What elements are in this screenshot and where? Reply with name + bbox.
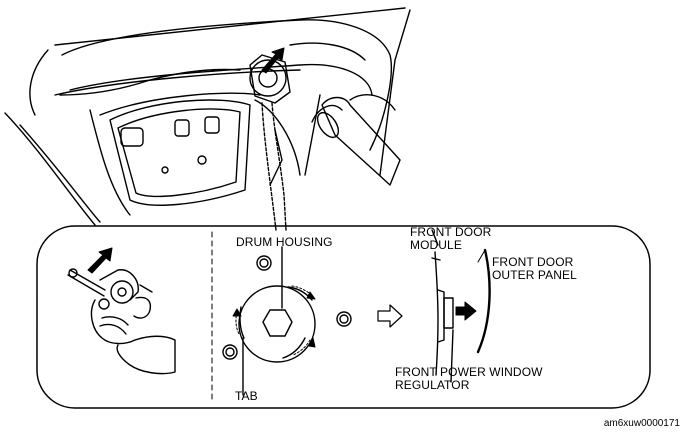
regulator-label-line1: FRONT POWER WINDOW: [395, 365, 543, 379]
drum-housing: [222, 246, 352, 396]
tab-label: TAB: [235, 389, 258, 403]
front-door-module-section: [431, 229, 454, 383]
direction-arrow-icon: [87, 247, 113, 274]
front-door-outer-panel-label: FRONT DOOR OUTER PANEL: [492, 256, 577, 282]
front-door-outer-panel-label-line1: FRONT DOOR: [492, 255, 574, 269]
front-door-module-label-line1: FRONT DOOR: [410, 225, 492, 239]
direction-arrow-icon: [455, 301, 477, 321]
regulator-label-line2: REGULATOR: [395, 378, 470, 392]
hand-with-tool-illustration: [67, 268, 176, 375]
front-door-module-label: FRONT DOOR MODULE: [410, 226, 491, 252]
rotation-arrow-icon: [232, 285, 316, 356]
front-door-outer-panel-label-line2: OUTER PANEL: [492, 268, 577, 282]
door-panel-illustration: [4, 7, 411, 231]
detail-frame: [36, 225, 651, 409]
direction-arrow-icon: [261, 47, 285, 74]
front-power-window-regulator-label: FRONT POWER WINDOW REGULATOR: [395, 366, 543, 392]
front-door-module-label-line2: MODULE: [410, 238, 462, 252]
front-door-outer-panel: [476, 248, 491, 354]
figure-code: am6xuw0000171: [603, 418, 680, 429]
hollow-arrow-icon: [377, 304, 403, 328]
drum-housing-label: DRUM HOUSING: [236, 235, 333, 249]
